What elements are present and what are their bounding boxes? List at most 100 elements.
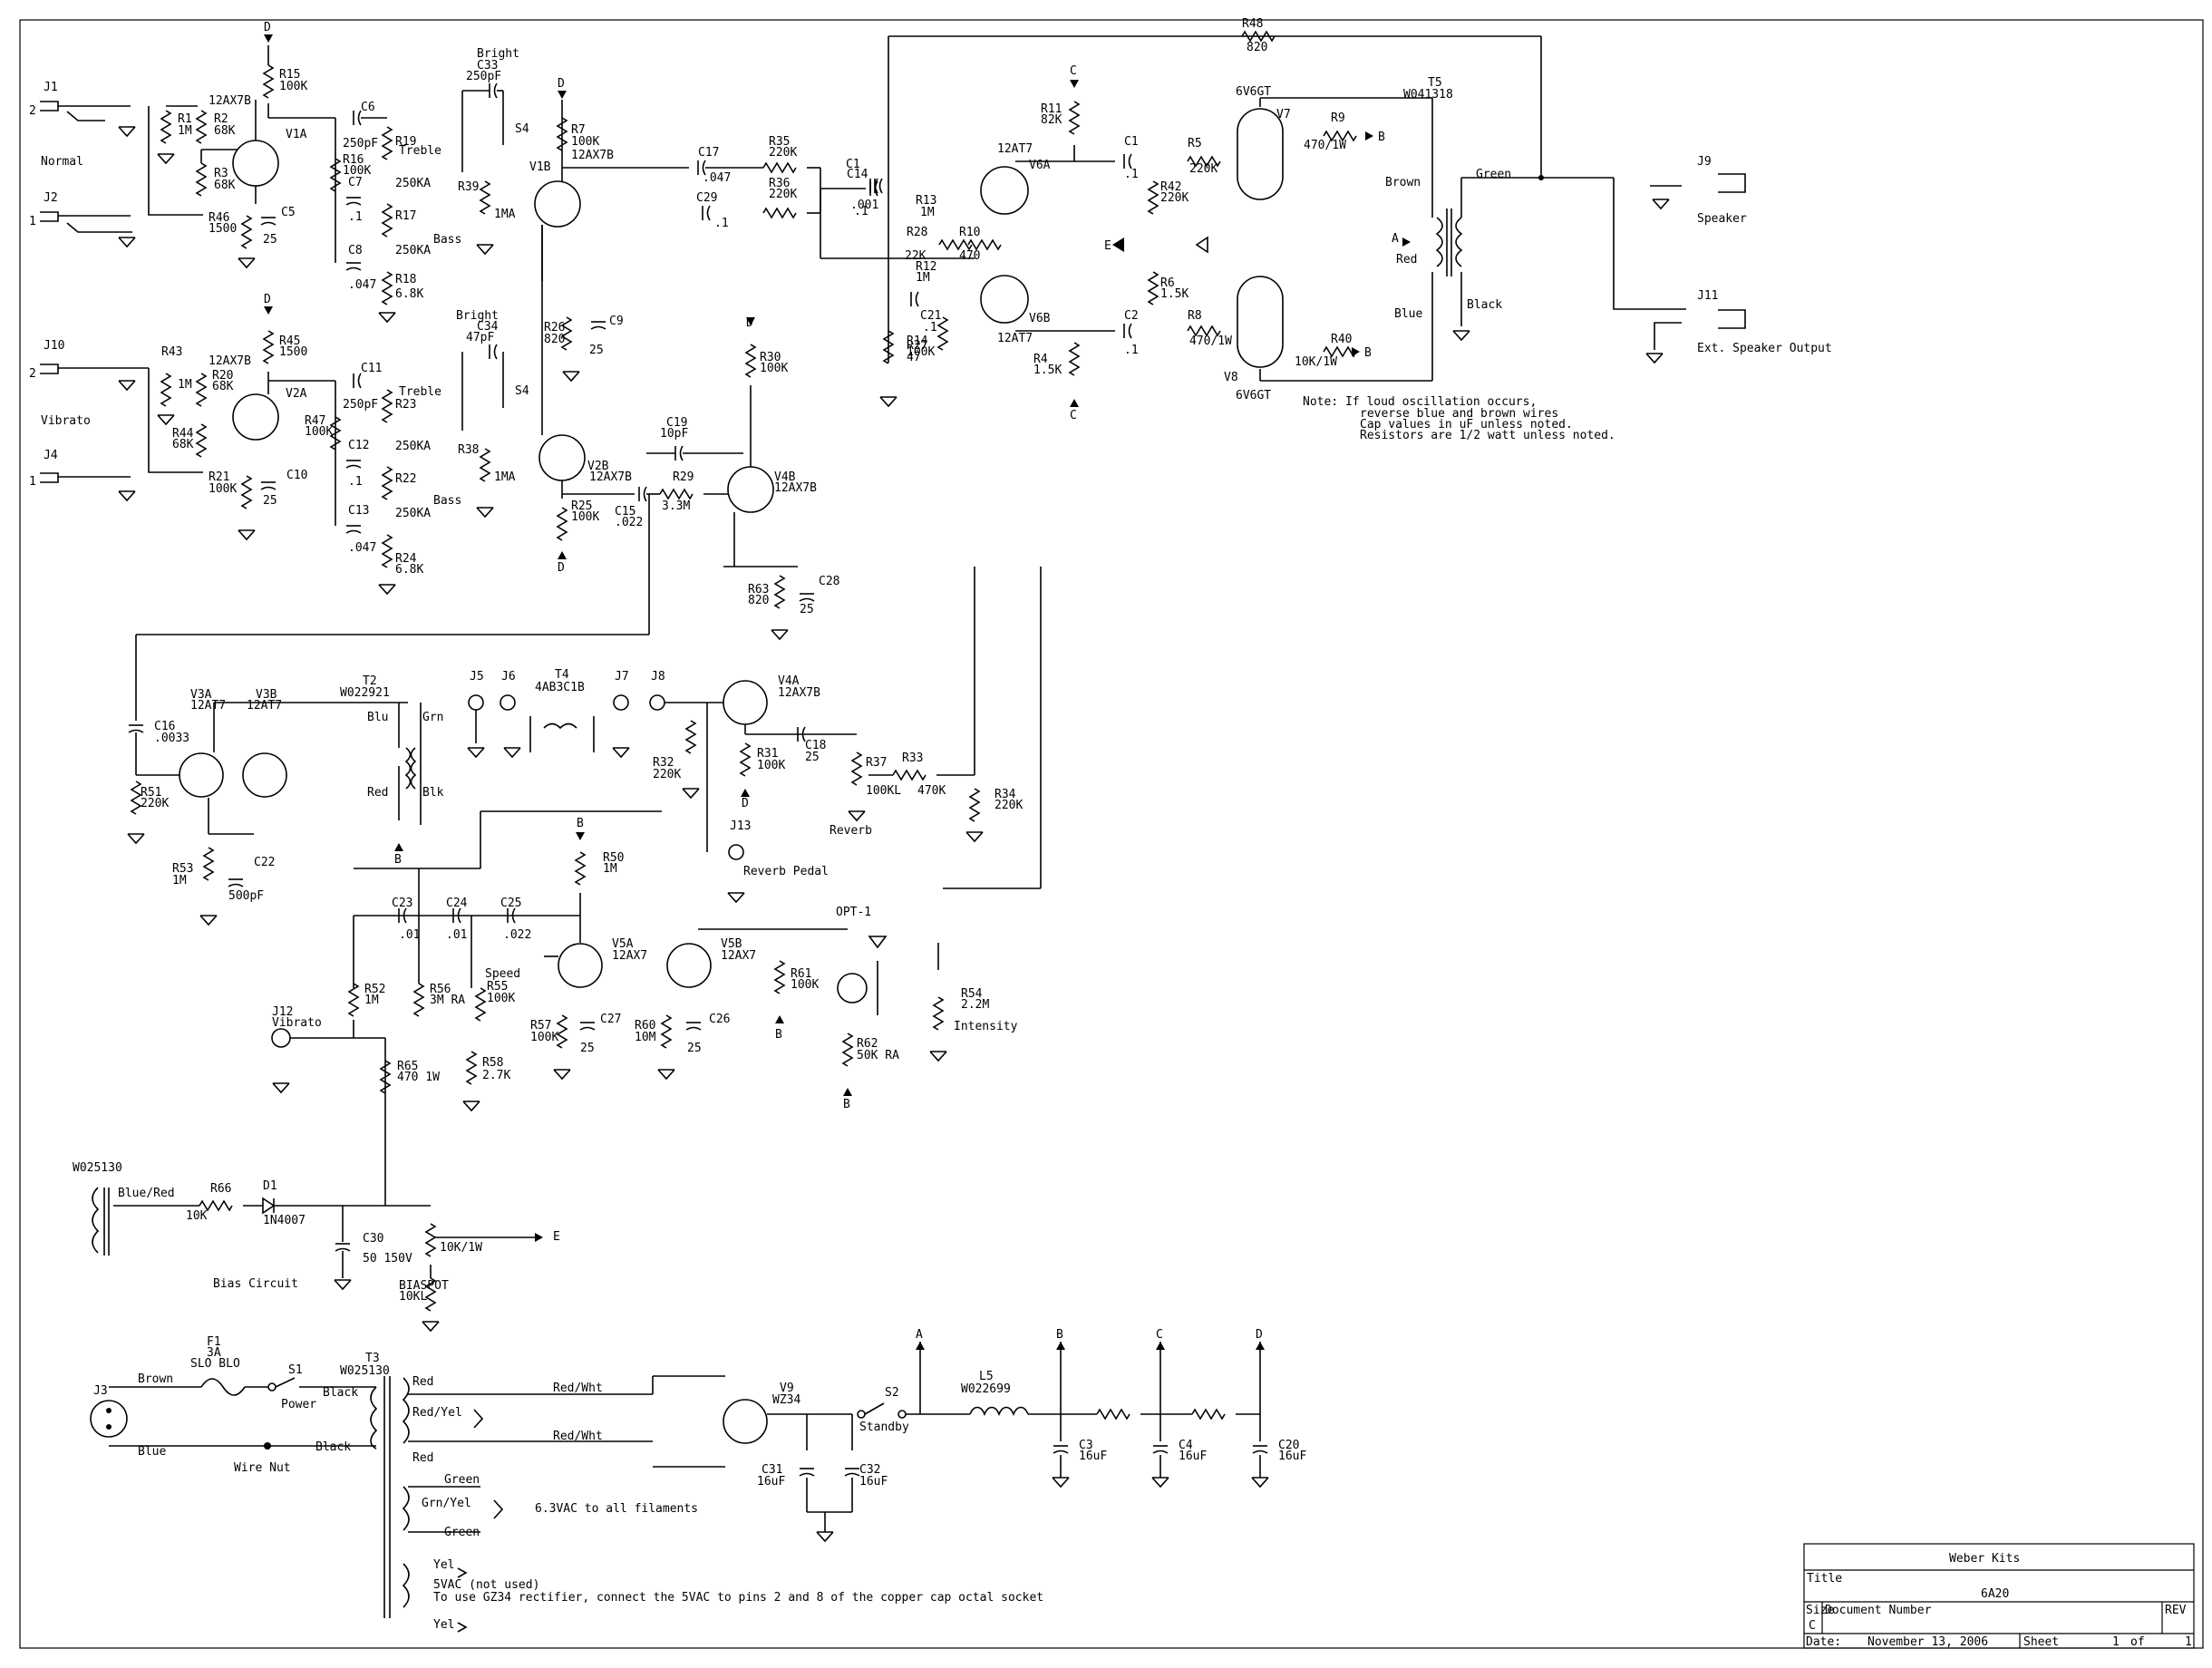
component-label: C <box>1070 409 1077 422</box>
component-label: 1MA <box>494 470 516 484</box>
component-label: 10KL <box>399 1290 427 1304</box>
component-label: To use GZ34 rectifier, connect the 5VAC … <box>433 1591 1043 1605</box>
component-label: Yel <box>433 1558 454 1572</box>
component-label: R29 <box>673 470 694 484</box>
component-label: V3A <box>190 688 212 702</box>
component-label: R25 <box>571 499 592 513</box>
component-label: C1 <box>846 158 860 171</box>
component-label: 68K <box>212 380 234 393</box>
component-label: 25 <box>589 344 604 357</box>
component-label: J13 <box>730 819 751 833</box>
component-label: .047 <box>703 171 731 185</box>
component-label: R47 <box>305 414 325 428</box>
component-label: R48 <box>1242 17 1263 31</box>
component-label: 68K <box>214 124 236 138</box>
component-label: C9 <box>609 315 624 328</box>
component-label: D <box>558 561 565 575</box>
component-label: C13 <box>348 504 369 518</box>
component-label: C2 <box>1124 309 1139 323</box>
component-label: R7 <box>571 123 586 137</box>
component-label: C4 <box>1179 1439 1193 1452</box>
component-label: 100KL <box>866 784 901 798</box>
component-label: 100K <box>760 362 788 375</box>
tube-v3a <box>179 752 224 798</box>
component-label: V9 <box>780 1382 794 1395</box>
component-label: 1500 <box>209 222 237 236</box>
component-label: R15 <box>279 68 300 82</box>
component-label: R21 <box>209 470 229 484</box>
sheet-border <box>19 19 2204 1649</box>
component-label: 100K <box>571 135 599 149</box>
component-label: 4AB3C1B <box>535 681 585 694</box>
component-label: 100K <box>907 345 935 359</box>
component-label: 1M <box>172 874 187 887</box>
component-label: R46 <box>209 211 229 225</box>
component-label: 16uF <box>1179 1450 1207 1463</box>
component-label: Treble <box>399 144 441 158</box>
component-label: Power <box>281 1398 316 1411</box>
component-label: R50 <box>603 851 624 865</box>
component-label: V1B <box>529 160 551 174</box>
component-label: R35 <box>769 135 790 149</box>
component-label: Black <box>315 1440 351 1454</box>
component-label: Red/Yel <box>412 1406 462 1420</box>
component-label: J10 <box>44 339 64 353</box>
component-label: Vibrato <box>41 414 91 428</box>
component-label: B <box>394 853 402 867</box>
component-label: 1M <box>178 124 192 138</box>
component-label: Blue <box>1394 307 1422 321</box>
note-line: Note: If loud oscillation occurs, <box>1303 395 1537 409</box>
component-label: C26 <box>709 1013 730 1026</box>
component-label: D <box>264 293 271 306</box>
component-label: 100K <box>571 510 599 524</box>
component-label: R40 <box>1331 333 1352 346</box>
component-label: V4A <box>778 674 800 688</box>
component-label: J9 <box>1697 155 1712 169</box>
sheet-value: 1 <box>2112 1635 2120 1649</box>
component-label: Red/Wht <box>553 1430 603 1443</box>
component-label: 820 <box>748 594 769 607</box>
component-label: 25 <box>687 1042 702 1055</box>
component-label: 12AX7 <box>721 949 756 963</box>
title-value: 6A20 <box>1981 1587 2009 1601</box>
component-label: R22 <box>395 472 416 486</box>
component-label: V5B <box>721 937 742 951</box>
component-label: Red <box>1396 253 1417 267</box>
component-label: 6.8K <box>395 287 423 301</box>
component-label: C20 <box>1278 1439 1299 1452</box>
component-label: R8 <box>1188 309 1202 323</box>
component-label: R18 <box>395 273 416 286</box>
note-line: Cap values in uF unless noted. <box>1360 418 1573 432</box>
component-label: .1 <box>348 475 363 489</box>
component-label: .01 <box>399 928 420 942</box>
company-name: Weber Kits <box>1949 1552 2020 1566</box>
component-label: 25 <box>580 1042 595 1055</box>
component-label: R16 <box>343 153 364 167</box>
component-label: V3B <box>256 688 277 702</box>
component-label: T5 <box>1428 76 1442 90</box>
tube-ref: V1A <box>286 128 307 141</box>
title-block: Weber Kits Title 6A20 Size C Document Nu… <box>1803 1543 2195 1649</box>
component-label: 220K <box>1160 191 1188 205</box>
date-value: November 13, 2006 <box>1868 1635 1988 1649</box>
component-label: Speed <box>485 967 520 981</box>
component-label: 220K <box>141 797 169 810</box>
component-label: A <box>1392 232 1399 246</box>
component-label: C15 <box>615 505 635 519</box>
component-label: D <box>1256 1328 1263 1342</box>
component-label: S4 <box>515 384 529 398</box>
component-label: J6 <box>501 670 516 684</box>
component-label: Bass <box>433 233 461 247</box>
component-label: Black <box>323 1386 358 1400</box>
component-label: W022699 <box>961 1382 1011 1396</box>
component-label: T2 <box>363 674 377 688</box>
date-label: Date: <box>1806 1635 1841 1649</box>
svg-text:2: 2 <box>29 104 36 118</box>
note-line: reverse blue and brown wires <box>1360 407 1558 421</box>
component-label: 470/1W <box>1189 335 1232 348</box>
component-label: Brown <box>138 1372 173 1386</box>
component-label: F1 <box>207 1335 221 1349</box>
